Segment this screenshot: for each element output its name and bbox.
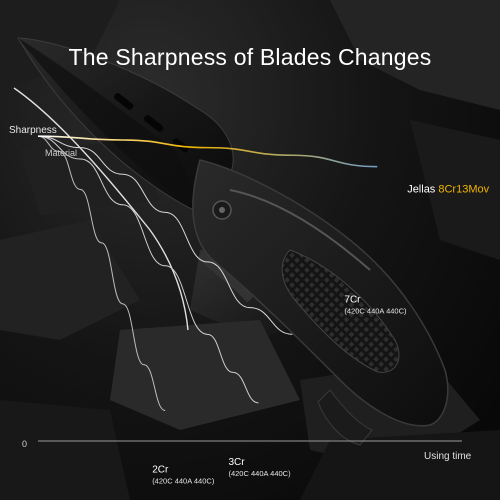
series-line-2cr xyxy=(37,135,166,412)
y-axis-label: Sharpness xyxy=(9,125,57,136)
series-sublabel-3cr: (420C 440A 440C) xyxy=(228,469,291,478)
series-label-highlight: 8Cr13Mov xyxy=(438,184,489,196)
series-layer xyxy=(37,135,378,412)
series-sublabel-7cr: (420C 440A 440C) xyxy=(344,306,407,315)
series-label-2cr: 2Cr xyxy=(152,465,169,476)
origin-label: 0 xyxy=(22,439,27,449)
sharpness-arc xyxy=(13,87,189,331)
series-line-jellas xyxy=(37,135,378,168)
series-line-3cr xyxy=(37,135,259,404)
y-axis-sublabel: Material xyxy=(45,148,77,158)
series-label-jellas: Jellas 8Cr13Mov xyxy=(407,184,489,196)
series-label-3cr: 3Cr xyxy=(228,457,245,468)
series-sublabel-2cr: (420C 440A 440C) xyxy=(152,477,215,486)
series-label-7cr: 7Cr xyxy=(344,294,361,305)
x-axis-label: Using time xyxy=(424,451,472,462)
series-line-7cr xyxy=(37,135,293,335)
chart-title: The Sharpness of Blades Changes xyxy=(68,44,432,70)
label-layer: 2Cr(420C 440A 440C)3Cr(420C 440A 440C)7C… xyxy=(152,184,489,486)
